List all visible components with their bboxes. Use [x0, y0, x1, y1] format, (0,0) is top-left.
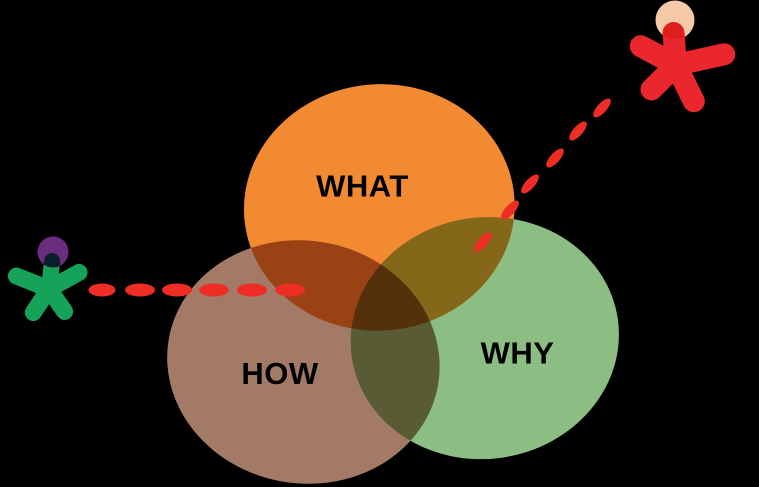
svg-text:WHY: WHY	[481, 336, 555, 371]
svg-text:HOW: HOW	[241, 356, 319, 391]
svg-text:WHAT: WHAT	[316, 169, 409, 204]
